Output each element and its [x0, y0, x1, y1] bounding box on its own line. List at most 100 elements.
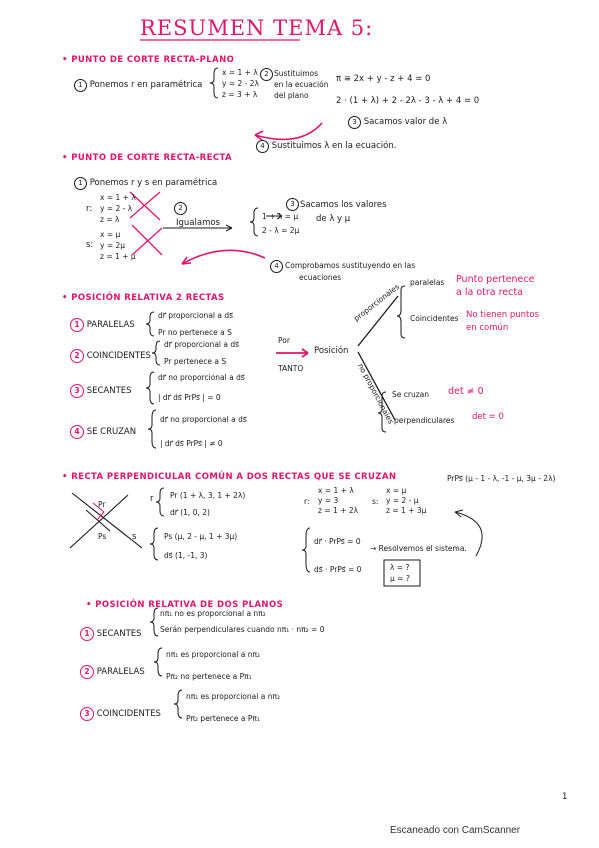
- point-text: Ps (μ, 2 - μ, 1 + 3μ): [164, 532, 238, 541]
- note-text: a la otra recta: [456, 287, 523, 298]
- s5-item-secantes: 1 SECANTES: [80, 627, 142, 641]
- item-name: PARALELAS: [86, 320, 135, 330]
- s3-item-se-cruzan: 4 SE CRUZAN: [70, 425, 136, 439]
- param-eq: y = 2 - λ: [100, 204, 133, 213]
- note-text: No tienen puntos: [466, 310, 540, 320]
- step-text: Sacamos los valores: [300, 200, 387, 210]
- section-recta-plano-heading: • PUNTO DE CORTE RECTA-PLANO: [62, 55, 235, 65]
- condition-text: nπ₁ es proporcional a nπ₂: [186, 692, 280, 701]
- param-eq: x = μ: [386, 486, 407, 495]
- punto-pertenece-note: Punto pertenece a la otra recta: [456, 273, 534, 299]
- system-eq: 1 + λ = μ: [262, 212, 299, 221]
- param-eq: x = 1 + λ: [222, 68, 258, 77]
- param-eq: x = μ: [100, 230, 121, 239]
- dot-eq: ds⃗ · PrPs⃗ = 0: [314, 565, 362, 574]
- param-eq: y = 2 - 2λ: [222, 79, 259, 88]
- s4-resolve-note: → Resolvemos el sistema.: [370, 544, 467, 553]
- section-heading-text: PUNTO DE CORTE RECTA-PLANO: [71, 55, 235, 65]
- condition-text: nπ₁ es proporcional a nπ₂: [166, 650, 260, 659]
- item-name: PARALELAS: [96, 667, 145, 677]
- s4-r-eq-label: r:: [304, 497, 310, 506]
- s2-step1: 1 Ponemos r y s en paramétrica: [74, 177, 217, 190]
- item-name: SECANTES: [96, 629, 142, 639]
- sketch-ps-label: Ps: [98, 532, 107, 541]
- condition-text: Serán perpendiculares cuando nπ₁ · nπ₂ =…: [160, 625, 325, 634]
- s3-item-coincidentes-conditions: dr⃗ proporcional a ds⃗ Pr pertenece a S: [164, 336, 239, 370]
- param-eq: z = 1 + 2λ: [318, 506, 359, 515]
- s2-step3-text: Sacamos los valores de λ y μ: [300, 198, 387, 226]
- page-number: 1: [562, 792, 568, 802]
- condition-text: nπ₁ no es proporcional a nπ₂: [160, 609, 266, 618]
- s4-s-data: Ps (μ, 2 - μ, 1 + 3μ) ds⃗ (1, -1, 3): [164, 527, 237, 565]
- s3-item-secantes-conditions: dr⃗ no proporcional a ds⃗ | dr⃗ ds⃗ PrPs…: [158, 368, 245, 408]
- s2-s-system: x = μ y = 2μ z = 1 + μ: [100, 229, 136, 262]
- note-text: en común: [466, 323, 509, 333]
- section-heading-text: RECTA PERPENDICULAR COMÚN A DOS RECTAS Q…: [71, 472, 397, 482]
- condition-text: | dr⃗ ds⃗ PrPs⃗ | ≠ 0: [160, 439, 223, 448]
- s5-item-paralelas-conditions: nπ₁ es proporcional a nπ₂ Pπ₂ no pertene…: [166, 644, 260, 688]
- item-number: 2: [70, 349, 84, 363]
- s4-r-data: Pr (1 + λ, 3, 1 + 2λ) dr⃗ (1, 0, 2): [170, 487, 245, 521]
- section-posicion-planos-heading: • POSICIÓN RELATIVA DE DOS PLANOS: [86, 600, 284, 610]
- item-number: 2: [80, 665, 94, 679]
- item-number: 3: [80, 707, 94, 721]
- s2-system: 1 + λ = μ 2 - λ = 2μ: [262, 210, 299, 238]
- s4-dot-system: dr⃗ · PrPs⃗ = 0 ds⃗ · PrPs⃗ = 0: [314, 528, 361, 584]
- note-text: Punto pertenece: [456, 274, 535, 285]
- section-recta-recta-heading: • PUNTO DE CORTE RECTA-RECTA: [62, 153, 232, 163]
- s2-step3-number: 3: [286, 198, 299, 211]
- step-text: Ponemos r y s en paramétrica: [89, 178, 218, 188]
- no-tienen-note: No tienen puntos en común: [466, 309, 539, 335]
- perpendiculares-label: perpendiculares: [394, 416, 455, 425]
- step-text: Ponemos r en paramétrica: [89, 80, 203, 90]
- item-number: 1: [70, 318, 84, 332]
- point-text: Pr (1 + λ, 3, 1 + 2λ): [170, 491, 246, 500]
- step-number: 2: [260, 68, 273, 81]
- s2-step2-text: Igualamos: [176, 218, 220, 228]
- tanto-label: TANTO: [278, 364, 304, 373]
- s3-item-secantes: 3 SECANTES: [70, 384, 132, 398]
- step-text: Sacamos valor de λ: [363, 117, 448, 127]
- s3-item-se-cruzan-conditions: dr⃗ no proporcional a ds⃗ | dr⃗ ds⃗ PrPs…: [160, 408, 247, 456]
- section-heading-text: POSICIÓN RELATIVA DE DOS PLANOS: [95, 600, 284, 610]
- s4-unknowns: λ = ? μ = ?: [390, 562, 410, 584]
- s4-s-equations: x = μ y = 2 - μ z = 1 + 3μ: [386, 486, 426, 516]
- s1-plane-equation: π ≡ 2x + y - z + 4 = 0: [336, 74, 431, 84]
- paralelas-label: paralelas: [410, 278, 445, 287]
- condition-text: Pr pertenece a S: [164, 357, 227, 366]
- condition-text: Pr no pertenece a S: [158, 328, 232, 337]
- sketch-pr-label: Pr: [98, 500, 106, 509]
- param-eq: y = 2μ: [100, 241, 126, 250]
- coincidentes-label: Coincidentes: [410, 314, 459, 323]
- param-eq: x = 1 + λ: [100, 193, 136, 202]
- dot-eq: dr⃗ · PrPs⃗ = 0: [314, 537, 361, 546]
- step-number: 1: [74, 79, 87, 92]
- section-heading-text: PUNTO DE CORTE RECTA-RECTA: [71, 153, 232, 163]
- scanner-watermark: Escaneado con CamScanner: [390, 825, 521, 836]
- item-name: COINCIDENTES: [86, 351, 151, 361]
- por-label: Por: [278, 336, 290, 345]
- item-number: 3: [70, 384, 84, 398]
- s4-s-eq-label: s:: [372, 497, 379, 506]
- condition-text: Pπ₂ pertenece a Pπ₁: [186, 714, 260, 723]
- s2-step4-text: Comprobamos sustituyendo en las ecuacion…: [285, 260, 415, 284]
- se-cruzan-label: Se cruzan: [392, 390, 430, 399]
- det-zero: det = 0: [472, 412, 504, 422]
- vector-text: ds⃗ (1, -1, 3): [164, 551, 208, 560]
- s2-step4-number: 4: [270, 260, 283, 273]
- item-number: 1: [80, 627, 94, 641]
- s5-item-secantes-conditions: nπ₁ no es proporcional a nπ₂ Serán perpe…: [160, 606, 325, 638]
- section-posicion-rectas-heading: • POSICIÓN RELATIVA 2 RECTAS: [62, 293, 225, 303]
- param-eq: y = 3: [318, 496, 339, 505]
- sketch-s-label: s: [132, 532, 137, 542]
- condition-text: dr⃗ no proporcional a ds⃗: [158, 373, 245, 382]
- s1-step2-text: Sustituimos en la ecuación del plano: [274, 68, 328, 101]
- s3-item-paralelas-conditions: dr⃗ proporcional a ds⃗ Pr no pertenece a…: [158, 307, 233, 341]
- s2-s-label: s:: [86, 240, 94, 250]
- step-number: 3: [286, 198, 299, 211]
- condition-text: | dr⃗ ds⃗ PrPs⃗ | = 0: [158, 393, 221, 402]
- param-eq: z = 1 + 3μ: [386, 506, 427, 515]
- step-text: en la ecuación: [274, 80, 329, 89]
- posicion-label: Posición: [314, 346, 349, 356]
- param-eq: y = 2 - μ: [386, 496, 419, 505]
